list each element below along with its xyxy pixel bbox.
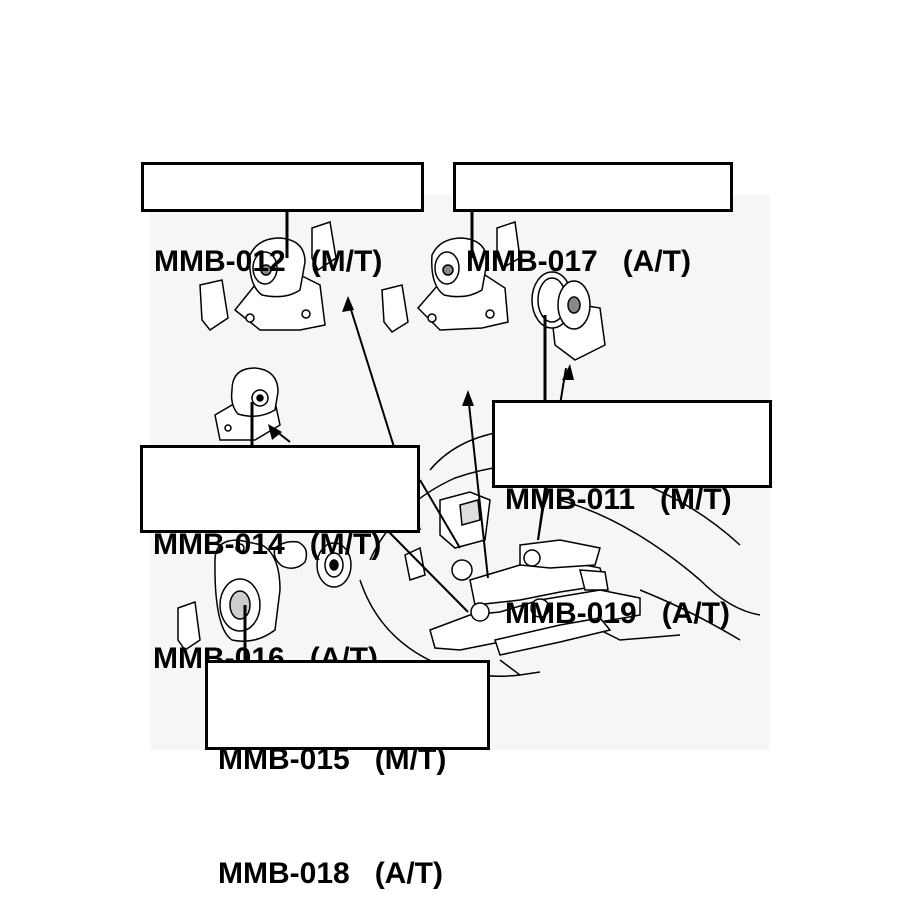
part-number-mmb-012: MMB-012 (M/T) [154, 245, 383, 278]
part-number-mmb-014: MMB-014 (M/T) [153, 528, 382, 561]
part-number-mmb-019: MMB-019 (A/T) [505, 597, 730, 630]
mount-mmb-012 [199, 221, 337, 332]
mount-mmb-015-018 [177, 539, 352, 652]
leader-lines [243, 210, 547, 660]
mount-mmb-014-016 [214, 367, 281, 441]
part-number-mmb-017: MMB-017 (A/T) [466, 245, 691, 278]
callout-mmb-012: MMB-012 (M/T) [141, 162, 424, 278]
arrow-heads [268, 296, 574, 443]
part-number-mmb-015: MMB-015 (M/T) [218, 743, 447, 776]
callout-mmb-015-018: MMB-015 (M/T) MMB-018 (A/T) [205, 660, 490, 890]
part-number-mmb-011: MMB-011 (M/T) [505, 483, 732, 516]
callout-mmb-017: MMB-017 (A/T) [453, 162, 733, 278]
callout-mmb-014-016: MMB-014 (M/T) MMB-016 (A/T) [140, 445, 420, 675]
callout-mmb-011-019: MMB-011 (M/T) MMB-019 (A/T) [492, 400, 772, 630]
part-number-mmb-018: MMB-018 (A/T) [218, 857, 443, 890]
mount-mmb-011-019 [531, 271, 606, 361]
